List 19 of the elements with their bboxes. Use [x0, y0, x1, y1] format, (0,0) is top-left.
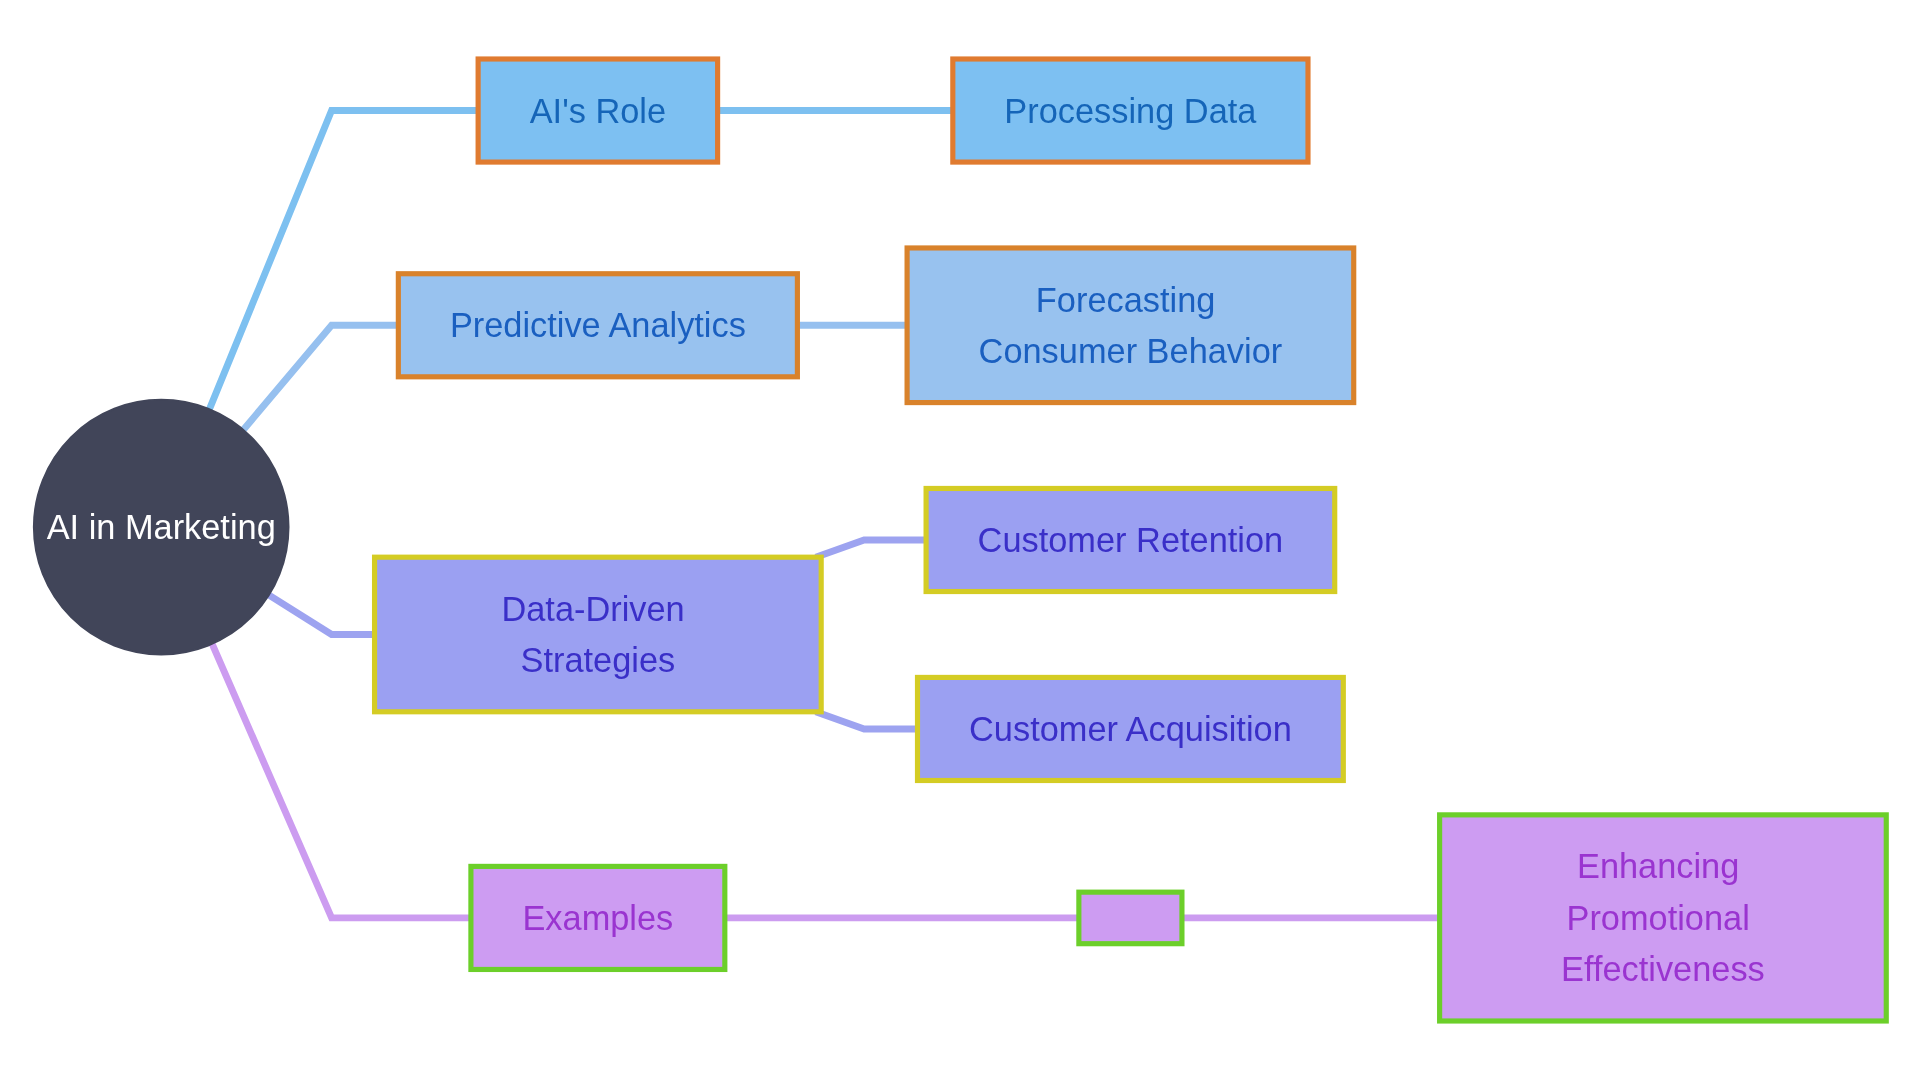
- node-box: Data-Driven Strategies: [371, 554, 824, 715]
- connector: [209, 642, 471, 922]
- connector: [797, 321, 908, 329]
- connector: [724, 914, 1079, 922]
- node-circle: AI in Marketing: [32, 398, 290, 656]
- node-box: [1076, 889, 1185, 947]
- node-box: Customer Acquisition: [914, 674, 1346, 784]
- node-box: Forecasting Consumer Behavior: [904, 245, 1357, 406]
- connector: [814, 708, 918, 733]
- connector: [717, 107, 953, 114]
- node-box: Examples: [468, 863, 728, 973]
- node-box: Customer Retention: [923, 485, 1338, 595]
- connector: [814, 536, 927, 561]
- node-box: AI's Role: [475, 56, 721, 165]
- node-box: Enhancing Promotional Effectiveness: [1437, 812, 1889, 1024]
- node-box: Processing Data: [950, 56, 1311, 165]
- connector: [240, 321, 399, 432]
- connector: [267, 592, 375, 638]
- node-box: Predictive Analytics: [395, 271, 800, 380]
